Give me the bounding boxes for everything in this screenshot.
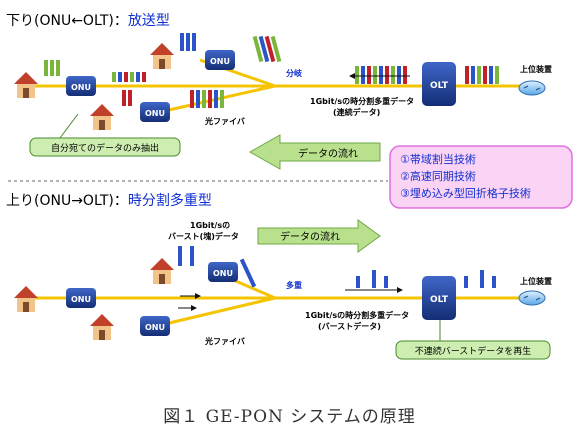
mux-label: 多重 [286,280,302,290]
technologies-box: ①帯域割当技術 ②高速同期技術 ③埋め込み型回折格子技術 [389,145,573,209]
svg-text:ONU: ONU [210,57,230,66]
downlink-flow-arrow: データの流れ [248,134,381,170]
olt-box: OLT [422,62,456,106]
onu-box: ONU [205,50,235,70]
svg-text:不連続バーストデータを再生: 不連続バーストデータを再生 [415,345,532,357]
fiber-label: 光ファイバ [204,116,245,126]
house-icon [90,104,114,130]
svg-text:OLT: OLT [430,81,449,91]
svg-text:ONU: ONU [71,83,91,92]
technology-item: ①帯域割当技術 [400,152,476,166]
router-icon [518,290,546,306]
olt-box: OLT [422,276,456,320]
house-icon [150,43,174,69]
house-icon [14,286,38,312]
downlink-title: 下り(ONU←OLT)：放送型 [6,13,170,29]
uplink-bars [178,246,496,311]
onu-box: ONU [208,262,238,282]
svg-text:ONU: ONU [213,269,233,278]
onu-box: ONU [66,288,96,308]
svg-text:ONU: ONU [145,109,165,118]
house-icon [90,314,114,340]
svg-text:ONU: ONU [71,295,91,304]
downlink-stream-sublabel: (連続データ) [333,107,380,117]
onu-box: ONU [140,316,170,336]
svg-text:OLT: OLT [430,295,449,305]
host-label: 上位装置 [520,64,552,74]
onu-box: ONU [66,76,96,96]
extract-note: 自分宛てのデータのみ抽出 [29,113,181,157]
burst-label: 1Gbit/sの [190,221,230,230]
uplink-stream-label: 1Gbit/sの時分割多重データ [305,310,409,320]
technology-item: ③埋め込み型回折格子技術 [400,186,531,200]
svg-text:自分宛てのデータのみ抽出: 自分宛てのデータのみ抽出 [51,142,159,154]
router-icon [518,80,546,96]
burst-sublabel: バースト(塊)データ [168,231,239,241]
splitter-label: 分岐 [286,68,303,78]
figure-caption: 図１ GE-PON システムの原理 [163,407,416,427]
downlink-bars [44,33,499,108]
technology-item: ②高速同期技術 [400,169,476,183]
downlink-stream-label: 1Gbit/sの時分割多重データ [310,96,414,106]
house-icon [14,72,38,98]
regen-note: 不連続バーストデータを再生 [395,320,551,360]
uplink-title: 上り(ONU→OLT)：時分割多重型 [6,192,212,209]
svg-text:データの流れ: データの流れ [298,147,358,160]
uplink-flow-arrow: データの流れ [257,219,381,253]
host-label: 上位装置 [520,276,552,286]
fiber-label: 光ファイバ [204,336,245,346]
house-icon [150,258,174,284]
svg-text:データの流れ: データの流れ [280,230,340,243]
svg-text:ONU: ONU [145,323,165,332]
uplink-stream-sublabel: (バーストデータ) [318,321,381,331]
onu-box: ONU [140,102,170,122]
